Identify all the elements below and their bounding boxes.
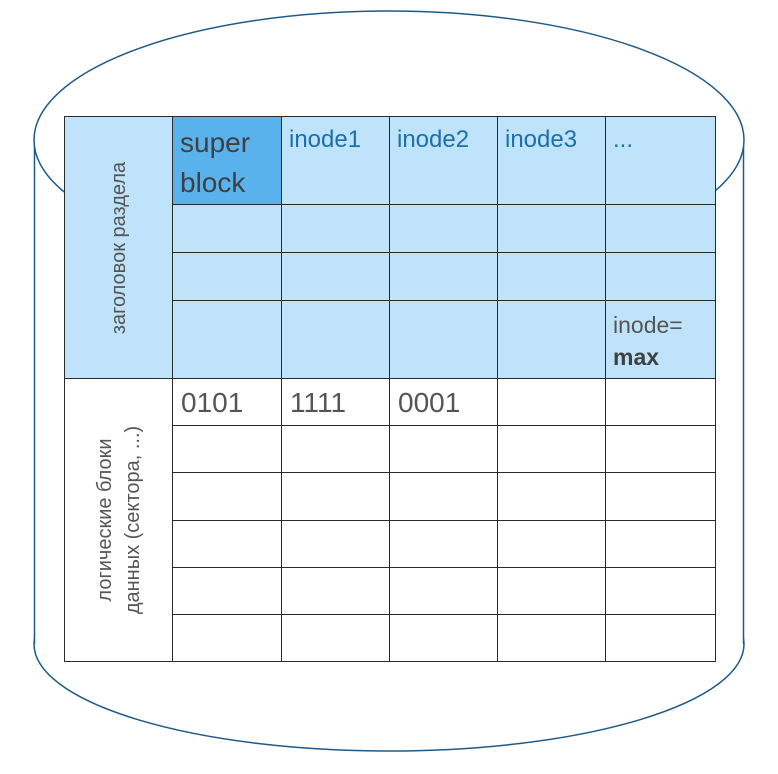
- data-block-cell: [497, 425, 606, 473]
- data-block-cell: [281, 472, 390, 521]
- inode-ellipsis-cell: ...: [605, 116, 716, 205]
- data-block-cell: [605, 614, 716, 662]
- inode-cell: [281, 252, 390, 301]
- inode-cell: [389, 252, 498, 301]
- data-block-cell: [389, 425, 498, 473]
- inode-label: inode2: [397, 126, 470, 153]
- logical-blocks-label: логические блоки данных (сектора, ...): [91, 426, 147, 614]
- logical-blocks-label-line1: логические блоки: [93, 438, 116, 602]
- inode-cell: inode2: [389, 116, 498, 205]
- disk-layout-grid: заголовок раздела super block inode1 ino…: [64, 116, 716, 662]
- data-block-cell: [605, 567, 716, 615]
- data-block-cell: [497, 567, 606, 615]
- data-block-cell: [172, 472, 282, 521]
- data-block-cell: [389, 472, 498, 521]
- data-block-cell: [172, 425, 282, 473]
- data-row: [65, 520, 716, 568]
- data-block-cell: [497, 472, 606, 521]
- data-block-bits: 1111: [290, 387, 347, 418]
- inode-max-prefix: inode=: [613, 312, 683, 338]
- inode-cell: [281, 204, 390, 253]
- data-block-cell: 1111: [281, 378, 390, 426]
- data-block-cell: [497, 520, 606, 568]
- inode-cell: inode1: [281, 116, 390, 205]
- data-block-cell: [389, 520, 498, 568]
- inode-cell: [497, 300, 606, 379]
- data-row: [65, 425, 716, 473]
- inode-cell: [497, 252, 606, 301]
- data-row: [65, 567, 716, 615]
- data-block-cell: [172, 520, 282, 568]
- data-row-1: логические блоки данных (сектора, ...) 0…: [64, 378, 716, 662]
- data-block-cell: [605, 472, 716, 521]
- header-row-4: inode= max: [65, 300, 716, 379]
- data-block-cell: [281, 520, 390, 568]
- data-block-cell: [497, 614, 606, 662]
- data-block-cell: [605, 520, 716, 568]
- inode-cell: inode3: [497, 116, 606, 205]
- partition-header-label: заголовок раздела: [107, 161, 130, 334]
- data-block-cell: [389, 614, 498, 662]
- superblock-cell: super block: [172, 116, 282, 205]
- inode-max-value: max: [613, 344, 660, 370]
- superblock-label-line1: super: [180, 127, 251, 158]
- data-block-cell: 0101: [172, 378, 282, 426]
- data-block-cell: [389, 567, 498, 615]
- data-block-cell: [172, 614, 282, 662]
- inode-max-cell: inode= max: [605, 300, 716, 379]
- inode-cell: [389, 204, 498, 253]
- inode-label: inode3: [505, 126, 578, 153]
- partition-header-cell: заголовок раздела: [64, 116, 173, 379]
- inode-ellipsis-label: ...: [613, 126, 634, 153]
- inode-cell: [172, 204, 282, 253]
- inode-cell: [605, 252, 716, 301]
- data-block-cell: [281, 567, 390, 615]
- inode-cell: [497, 204, 606, 253]
- data-block-cell: 0001: [389, 378, 498, 426]
- data-row: [65, 472, 716, 521]
- logical-blocks-label-line2: данных (сектора, ...): [121, 425, 144, 615]
- data-row: [65, 614, 716, 662]
- inode-label: inode1: [289, 126, 362, 153]
- inode-cell: [172, 252, 282, 301]
- data-block-cell: [605, 378, 716, 426]
- data-block-cell: [605, 425, 716, 473]
- data-block-cell: [172, 567, 282, 615]
- data-block-cell: [497, 378, 606, 426]
- header-row-1: заголовок раздела super block inode1 ino…: [64, 116, 716, 379]
- logical-blocks-cell: логические блоки данных (сектора, ...): [64, 378, 173, 662]
- inode-cell: [605, 204, 716, 253]
- superblock-label-line2: block: [180, 167, 246, 198]
- inode-cell: [281, 300, 390, 379]
- header-row-2: [65, 204, 716, 253]
- inode-cell: [389, 300, 498, 379]
- data-block-cell: [281, 614, 390, 662]
- data-block-bits: 0101: [181, 387, 244, 418]
- data-block-cell: [281, 425, 390, 473]
- header-row-3: [65, 252, 716, 301]
- inode-cell: [172, 300, 282, 379]
- data-block-bits: 0001: [398, 387, 461, 418]
